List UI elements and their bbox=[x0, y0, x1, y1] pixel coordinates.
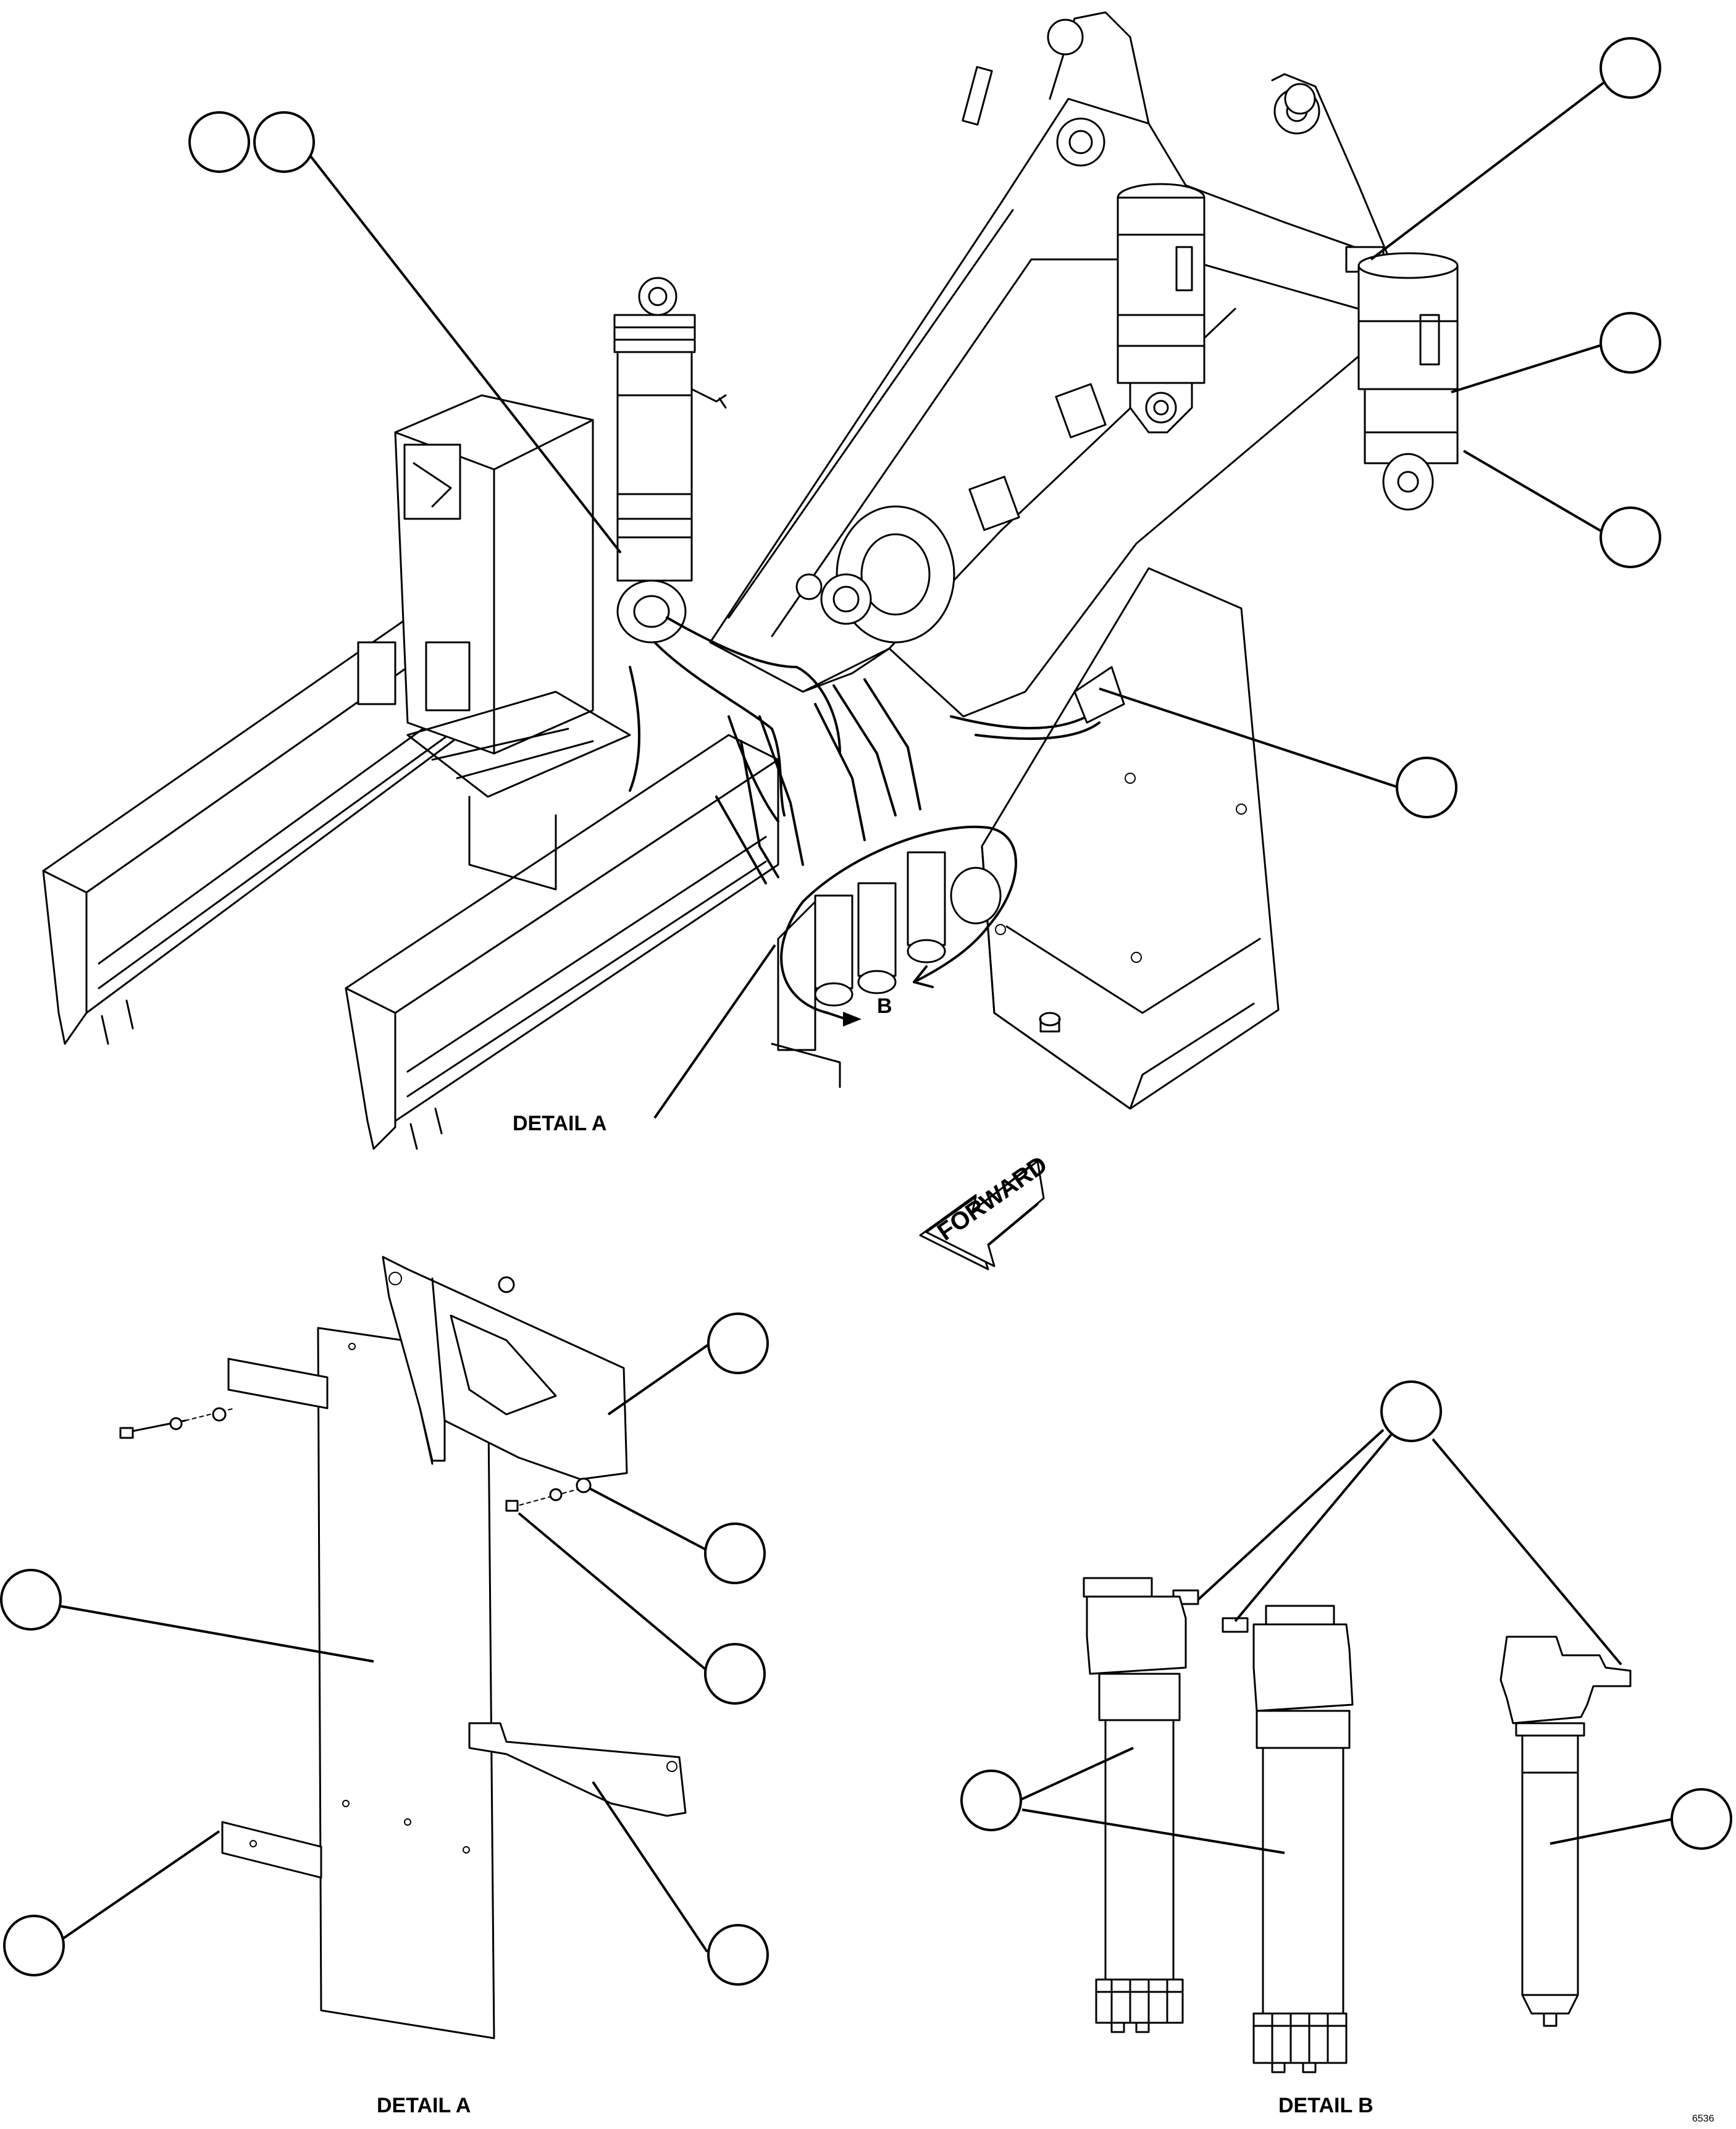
callout-bubble bbox=[1396, 757, 1457, 818]
callout-bubble bbox=[707, 1924, 769, 1986]
center-cylinder bbox=[1117, 183, 1206, 434]
callout-bubble bbox=[1600, 312, 1661, 374]
leader-lines bbox=[58, 73, 1674, 1953]
mounting-plate bbox=[317, 1327, 495, 2039]
callout-bubble bbox=[1671, 1788, 1732, 1850]
callout-bubble bbox=[1600, 37, 1661, 99]
callout-bubbles bbox=[0, 37, 1732, 1986]
detail-b-caption: DETAIL B bbox=[1278, 2094, 1373, 2117]
upper-assembly: B DETAIL A bbox=[42, 11, 1459, 1150]
filter-2 bbox=[1222, 1605, 1354, 2073]
left-cylinder bbox=[613, 277, 727, 644]
callout-bubble bbox=[704, 1522, 766, 1584]
callout-bubble bbox=[960, 1770, 1022, 1831]
detail-a-lower-caption: DETAIL A bbox=[377, 2094, 471, 2117]
detail-b: DETAIL B bbox=[1083, 1577, 1632, 2117]
forward-arrow: FORWARD bbox=[919, 1151, 1052, 1270]
drawing-number: 6536 bbox=[1692, 2114, 1714, 2124]
callout-bubble bbox=[707, 1312, 769, 1374]
callout-bubble bbox=[0, 1569, 62, 1631]
callout-bubble bbox=[704, 1643, 766, 1705]
center-rail bbox=[345, 734, 779, 1150]
right-cylinder bbox=[1345, 246, 1459, 511]
callout-bubble bbox=[1600, 506, 1661, 568]
detail-b-callout-label: B bbox=[877, 994, 892, 1018]
filter-1 bbox=[1083, 1577, 1199, 2033]
boom-arm bbox=[709, 11, 1391, 718]
callout-bubble bbox=[188, 111, 250, 173]
detail-a-lower: DETAIL A bbox=[119, 1256, 687, 2117]
callout-bubble bbox=[3, 1915, 65, 1976]
callout-bubble bbox=[253, 111, 315, 173]
callout-bubble bbox=[1380, 1380, 1442, 1442]
filter-cluster: B bbox=[771, 825, 1017, 1088]
valve-housing bbox=[357, 394, 631, 891]
filter-3 bbox=[1499, 1636, 1632, 2027]
detail-a-main-caption: DETAIL A bbox=[513, 1112, 606, 1135]
hoses bbox=[629, 616, 1101, 884]
